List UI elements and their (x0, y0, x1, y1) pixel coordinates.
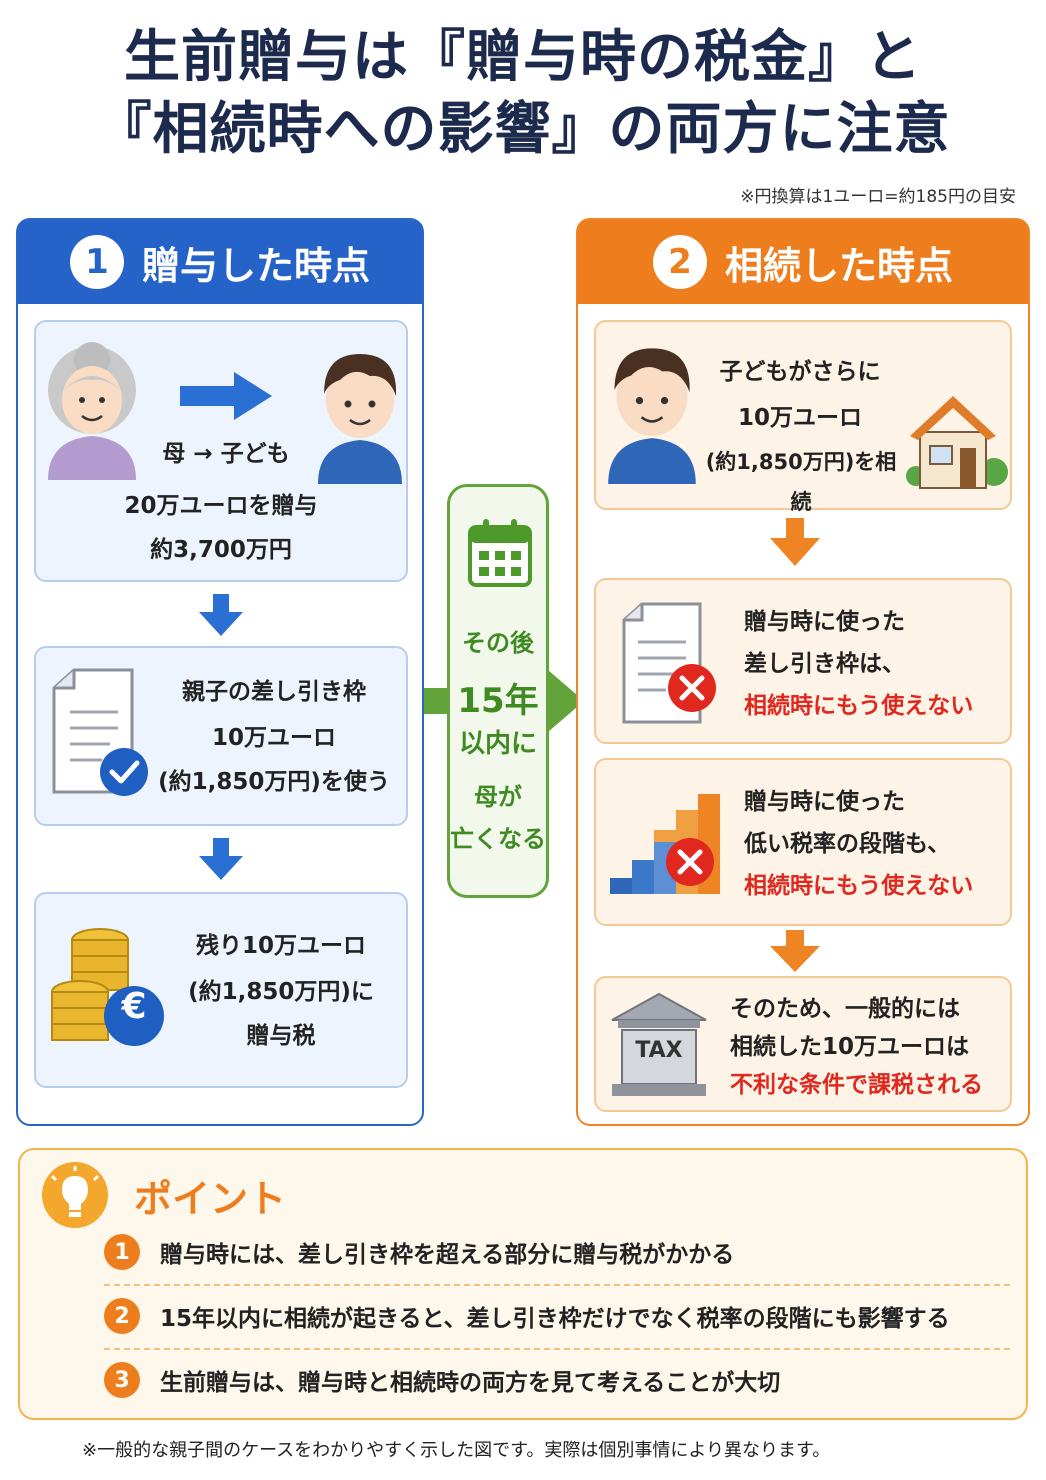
house-icon (906, 396, 1008, 489)
therefore-label: そのため、一般的には (730, 996, 960, 1022)
tax-bracket-stairs-icon (610, 794, 720, 894)
key-point-number: 3 (104, 1362, 140, 1398)
used-bracket-label: 贈与時に使った (744, 789, 905, 815)
divider (104, 1284, 1010, 1286)
grandmother-icon (48, 342, 136, 480)
panel-number-2: 2 (652, 235, 707, 289)
title-line-2: 『相続時への影響』の両方に注意 (95, 97, 951, 162)
inherited-amount-label: 相続した10万ユーロは (730, 1034, 970, 1060)
title-line-1: 生前贈与は『贈与時の税金』と (124, 25, 922, 90)
footnote: ※一般的な親子間のケースをわかりやすく示した図です。実際は個別事情により異なりま… (82, 1440, 831, 1461)
gift-step-tax: € 残り10万ユーロ (約1,850万円)に 贈与税 (34, 892, 408, 1088)
allowance-subject: 差し引き枠は、 (744, 651, 905, 677)
gift-tax-label: 贈与税 (246, 1023, 316, 1049)
currency-note: ※円換算は1ユーロ=約185円の目安 (740, 187, 1016, 207)
mother-label: 母が (474, 783, 522, 811)
bracket-subject: 低い税率の段階も、 (744, 831, 951, 857)
tax-sign: TAX (635, 1038, 683, 1063)
gift-amount: 20万ユーロを贈与 (124, 493, 318, 519)
tax-office-icon (611, 992, 707, 1096)
inherit-step-bracket-lost: 贈与時に使った 低い税率の段階も、 相続時にもう使えない (594, 758, 1012, 926)
inheritance-time-heading: 相続した時点 (724, 243, 953, 288)
key-point-text: 生前贈与は、贈与時と相続時の両方を見て考えることが大切 (160, 1370, 781, 1396)
euro-symbol: € (121, 986, 147, 1027)
key-point-item: 2 15年以内に相続が起きると、差し引き枠だけでなく税率の段階にも影響する (104, 1288, 994, 1344)
inherit-step-result: TAX そのため、一般的には 相続した10万ユーロは 不利な条件で課税される (594, 976, 1012, 1112)
coins-euro-icon (51, 928, 164, 1046)
timeline-box: その後 15年 以内に 母が 亡くなる (447, 484, 549, 898)
gift-time-heading: 贈与した時点 (141, 243, 370, 288)
key-point-number: 2 (104, 1298, 140, 1334)
down-arrow-icon (770, 518, 820, 566)
remaining-amount: 残り10万ユーロ (195, 933, 366, 959)
gift-step-allowance: 親子の差し引き枠 10万ユーロ (約1,850万円)を使う (34, 646, 408, 826)
divider (104, 1348, 1010, 1350)
key-point-item: 3 生前贈与は、贈与時と相続時の両方を見て考えることが大切 (104, 1352, 994, 1408)
remaining-yen: (約1,850万円)に (188, 979, 374, 1005)
inherit-more-label: 子どもがさらに (719, 359, 881, 385)
unfavorable-tax-warning: 不利な条件で課税される (730, 1072, 983, 1098)
gift-amount-yen: 約3,700万円 (150, 537, 292, 563)
afterwards-label: その後 (462, 629, 534, 657)
gift-direction: 母 → 子ども (162, 441, 290, 467)
gift-time-header: 1 贈与した時点 (18, 220, 422, 304)
within-label: 以内に (458, 729, 537, 759)
document-cross-icon (622, 602, 716, 724)
inherit-yen: (約1,850万円)を相続 (705, 450, 897, 514)
key-points-title: ポイント (134, 1177, 287, 1221)
allowance-amount: 10万ユーロ (211, 725, 336, 751)
transfer-arrow-icon (180, 372, 272, 420)
key-point-text: 贈与時には、差し引き枠を超える部分に贈与税がかかる (160, 1242, 735, 1268)
child-icon (318, 354, 402, 484)
calendar-icon (468, 519, 532, 587)
down-arrow-icon (199, 838, 243, 880)
allowance-unusable-warning: 相続時にもう使えない (744, 693, 974, 719)
page-title: 生前贈与は『贈与時の税金』と 『相続時への影響』の両方に注意 (0, 22, 1046, 166)
passes-away-label: 亡くなる (450, 825, 546, 853)
down-arrow-icon (770, 930, 820, 972)
inherit-amount: 10万ユーロ (737, 405, 862, 431)
inherit-step-receive: 子どもがさらに 10万ユーロ (約1,850万円)を相続 (594, 320, 1012, 514)
lightbulb-icon (42, 1162, 108, 1228)
panel-number-1: 1 (69, 235, 124, 289)
allowance-yen: (約1,850万円)を使う (158, 769, 390, 795)
fifteen-years-label: 15年 (457, 681, 539, 721)
allowance-label: 親子の差し引き枠 (182, 679, 366, 705)
used-allowance-label: 贈与時に使った (744, 609, 905, 635)
inherit-step-allowance-lost: 贈与時に使った 差し引き枠は、 相続時にもう使えない (594, 578, 1012, 744)
key-point-text: 15年以内に相続が起きると、差し引き枠だけでなく税率の段階にも影響する (160, 1306, 950, 1332)
inheritance-time-header: 2 相続した時点 (578, 220, 1028, 304)
bracket-unusable-warning: 相続時にもう使えない (744, 873, 974, 899)
down-arrow-icon (199, 594, 243, 636)
key-point-item: 1 贈与時には、差し引き枠を超える部分に贈与税がかかる (104, 1224, 994, 1280)
key-points-box: ポイント 1 贈与時には、差し引き枠を超える部分に贈与税がかかる 2 15年以内… (18, 1148, 1028, 1420)
key-point-number: 1 (104, 1234, 140, 1270)
document-check-icon (52, 668, 148, 796)
gift-step-transfer: 母 → 子ども 20万ユーロを贈与 約3,700万円 (34, 320, 408, 582)
child-icon (608, 348, 696, 484)
